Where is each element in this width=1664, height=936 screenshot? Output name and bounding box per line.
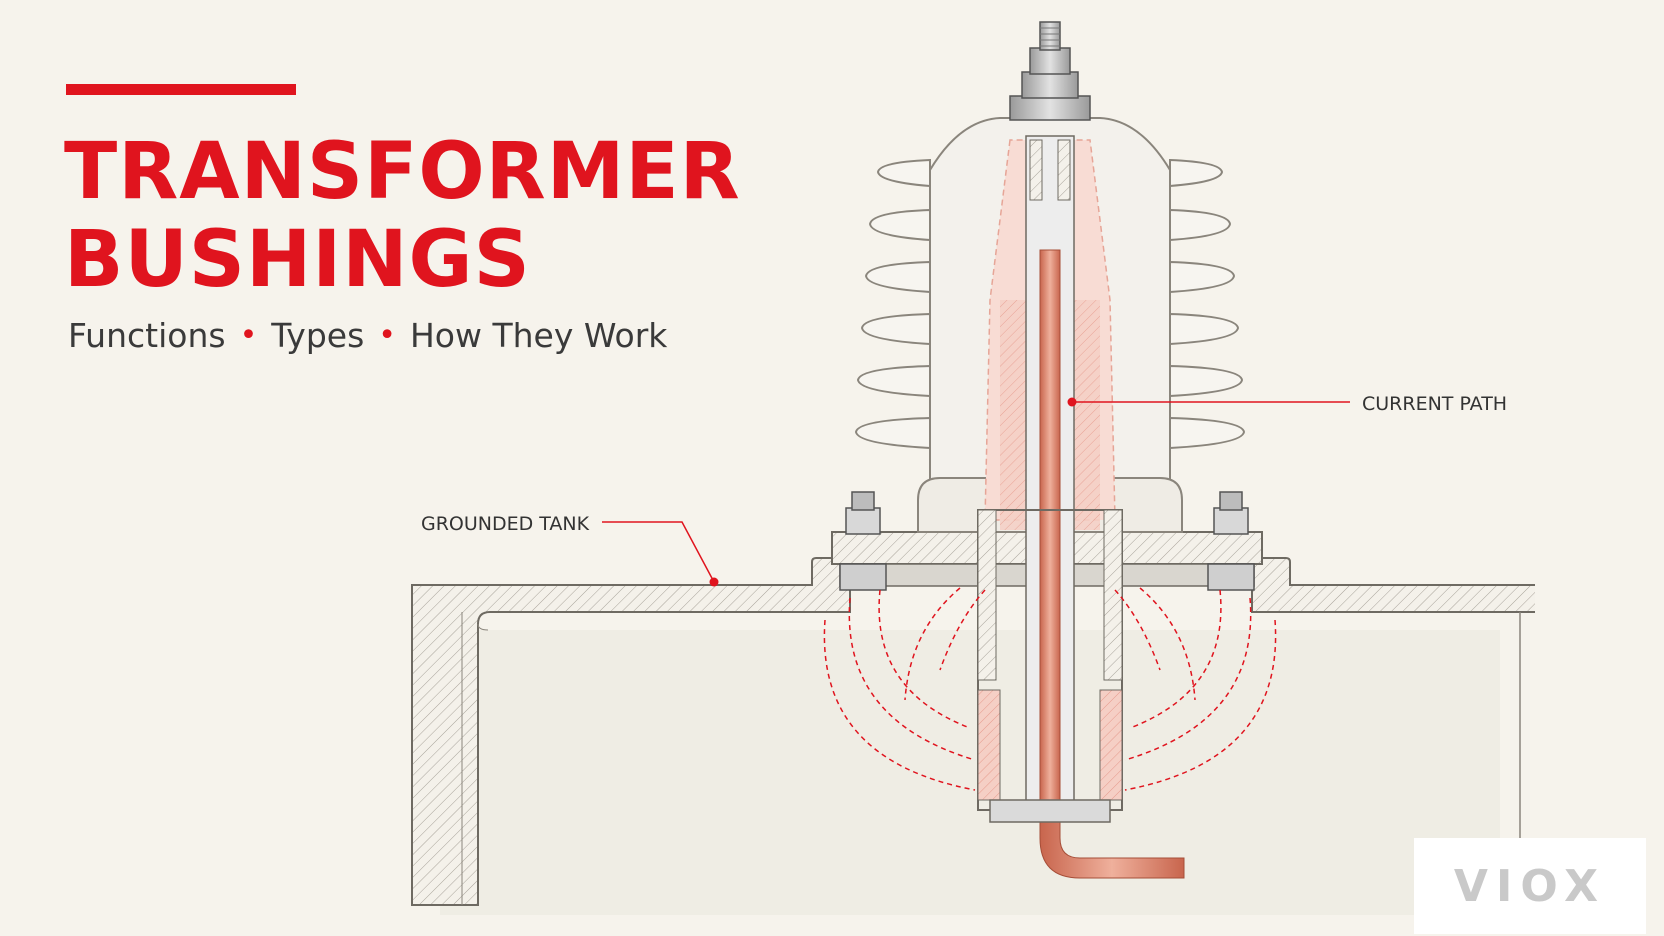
- subtitle-item-types: Types: [271, 316, 365, 355]
- grounded-tank-marker: [709, 577, 719, 587]
- lower-bushing-body: [977, 509, 1123, 823]
- top-terminal: [1009, 21, 1091, 121]
- subtitle: Functions • Types • How They Work: [68, 316, 667, 355]
- subtitle-item-how-they-work: How They Work: [409, 316, 668, 355]
- tank-interior: [440, 630, 1500, 915]
- title-line-2: BUSHINGS: [64, 215, 531, 305]
- page-title: TRANSFORMER BUSHINGS: [64, 128, 741, 304]
- subtitle-separator: •: [378, 318, 396, 353]
- accent-bar: [66, 84, 296, 95]
- callout-current-path: CURRENT PATH: [1067, 393, 1507, 415]
- flange-bolt-right: [1207, 491, 1255, 591]
- electric-field-lines: [823, 587, 1277, 791]
- flange-bolt-left: [839, 491, 887, 591]
- callout-grounded-tank-label: GROUNDED TANK: [421, 513, 590, 535]
- callout-current-path-label: CURRENT PATH: [1362, 393, 1507, 415]
- subtitle-separator: •: [239, 318, 258, 353]
- brand-logo: VIOX: [1414, 838, 1646, 934]
- callout-grounded-tank: GROUNDED TANK: [421, 513, 719, 587]
- subtitle-item-functions: Functions: [68, 316, 226, 355]
- brand-logo-text: VIOX: [1453, 860, 1607, 912]
- title-line-1: TRANSFORMER: [64, 127, 741, 217]
- current-path-marker: [1067, 397, 1077, 407]
